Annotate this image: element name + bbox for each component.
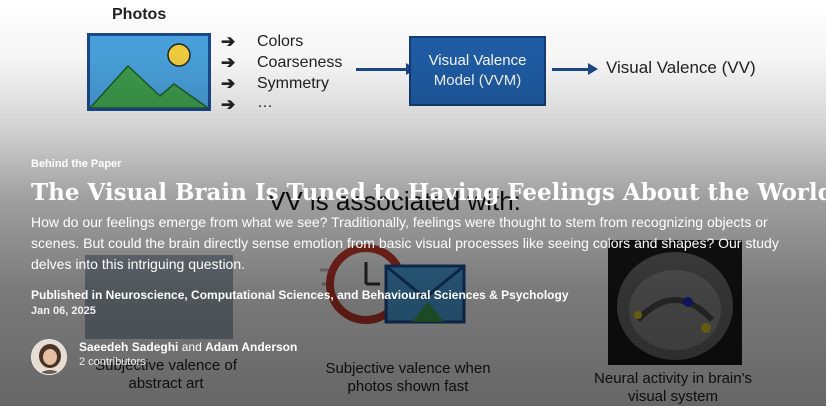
article-title[interactable]: The Visual Brain Is Tuned to Having Feel… [31, 179, 826, 206]
category-link[interactable]: Behind the Paper [31, 158, 122, 170]
article-summary: How do our feelings emerge from what we … [31, 214, 779, 272]
published-date: Jan 06, 2025 [31, 305, 96, 317]
author-link[interactable]: Saeedeh Sadeghi [79, 340, 179, 354]
contributors-count: 2 contributors [79, 356, 146, 368]
author-separator: and [181, 340, 202, 354]
author-link[interactable]: Adam Anderson [205, 340, 298, 354]
published-in: Published in Neuroscience, Computational… [31, 288, 569, 302]
author-line: Saeedeh Sadeghi and Adam Anderson [79, 340, 297, 354]
avatar[interactable] [31, 339, 67, 375]
